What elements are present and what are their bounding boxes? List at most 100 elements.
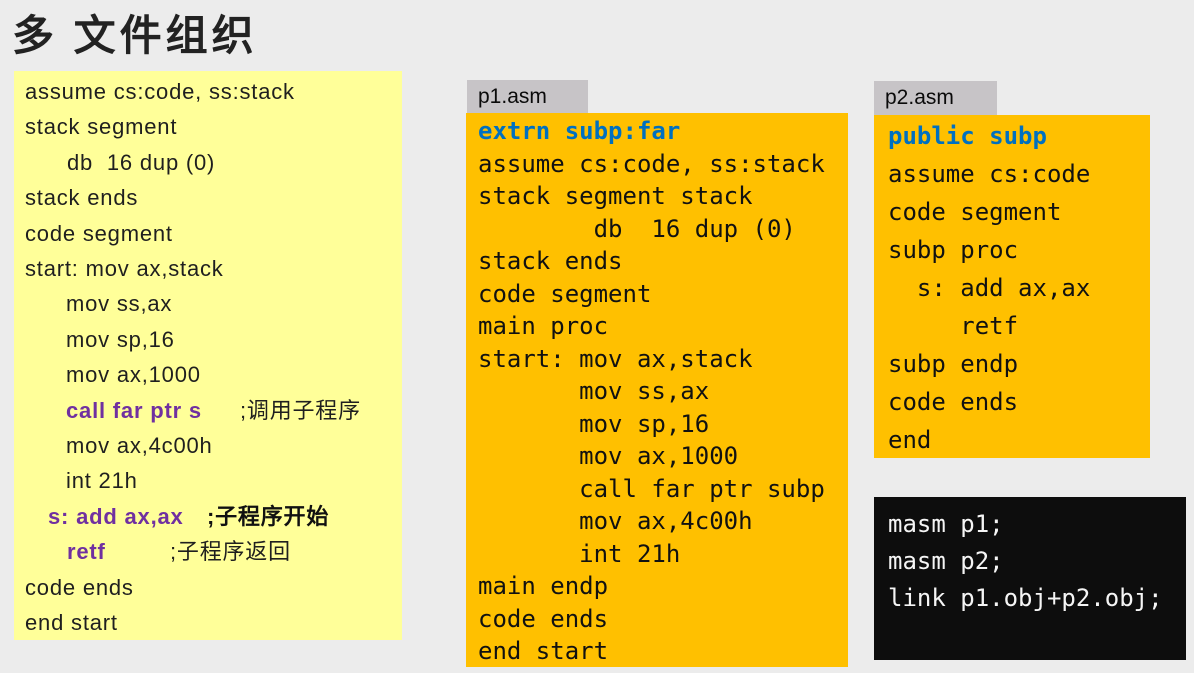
code-line: stack segment stack	[478, 180, 848, 213]
p2-code-box: public subp assume cs:code code segment sub…	[874, 115, 1150, 458]
code-segment: mov ax,4c00h	[66, 433, 213, 459]
code-line: masm p2;	[888, 543, 1186, 580]
code-line: stack ends	[25, 180, 402, 215]
code-line: main endp	[478, 570, 848, 603]
code-segment: end start	[478, 637, 609, 665]
code-line: s: add ax,ax	[888, 269, 1150, 307]
code-segment: mov ax,1000	[66, 362, 201, 388]
code-segment: assume cs:code, ss:stack	[478, 149, 825, 178]
code-line: mov ax,4c00h	[478, 505, 848, 538]
code-segment: code ends	[888, 388, 1019, 416]
code-segment: mov ax,1000	[478, 442, 739, 470]
code-segment: db 16 dup (0)	[67, 149, 216, 175]
code-segment: main endp	[478, 572, 609, 600]
code-segment: stack segment stack	[478, 182, 753, 210]
code-line: start: mov ax,stack	[478, 343, 848, 376]
code-line: assume cs:code, ss:stack	[25, 74, 402, 109]
code-line: mov sp,16	[478, 408, 848, 441]
code-line: call far ptr s ;调用子程序	[25, 393, 402, 428]
code-segment: subp proc	[888, 236, 1019, 264]
code-segment: subp endp	[888, 350, 1019, 378]
code-line: db 16 dup (0)	[25, 145, 402, 180]
code-line: mov ax,4c00h	[25, 428, 402, 463]
code-line: subp endp	[888, 345, 1150, 383]
code-segment: retf	[67, 539, 106, 565]
code-line: code segment	[478, 278, 848, 311]
code-line: db 16 dup (0)	[478, 213, 848, 246]
code-line: mov sp,16	[25, 322, 402, 357]
code-line: int 21h	[25, 463, 402, 498]
code-segment: start: mov ax,stack	[25, 256, 224, 282]
p1-code-box: extrn subp:far assume cs:code, ss:stack st…	[466, 113, 848, 667]
code-segment: link p1.obj+p2.obj;	[888, 584, 1163, 612]
code-line: extrn subp:far	[478, 115, 848, 148]
code-line: s: add ax,ax ;子程序开始	[25, 499, 402, 534]
code-line: end start	[478, 635, 848, 668]
code-line: stack ends	[478, 245, 848, 278]
code-segment: ;子程序开始	[207, 503, 330, 529]
code-line: mov ax,1000	[25, 357, 402, 392]
code-segment: int 21h	[66, 468, 138, 494]
code-line: assume cs:code	[888, 155, 1150, 193]
code-line: assume cs:code, ss:stack	[478, 148, 848, 181]
code-line: end start	[25, 605, 402, 640]
code-line: subp proc	[888, 231, 1150, 269]
code-line: end	[888, 421, 1150, 459]
code-segment: ;子程序返回	[170, 539, 291, 565]
code-segment: mov ss,ax	[66, 291, 173, 317]
code-line: start: mov ax,stack	[25, 251, 402, 286]
code-line: int 21h	[478, 538, 848, 571]
code-segment: ;调用子程序	[240, 397, 361, 423]
page-title: 多 文件组织	[12, 12, 258, 59]
code-line: code segment	[25, 216, 402, 251]
code-segment: start: mov ax,stack	[478, 344, 753, 373]
code-line: public subp	[888, 117, 1150, 155]
code-line: link p1.obj+p2.obj;	[888, 580, 1186, 617]
code-segment: s: add ax,ax	[48, 503, 184, 529]
code-segment: code segment	[478, 279, 652, 308]
code-line: retf ;子程序返回	[25, 534, 402, 569]
code-line: code ends	[888, 383, 1150, 421]
code-segment: code ends	[25, 574, 134, 600]
code-line: retf	[888, 307, 1150, 345]
single-file-code-box: assume cs:code, ss:stack stack segment db …	[14, 71, 402, 640]
code-segment: retf	[888, 312, 1019, 340]
code-line: mov ss,ax	[25, 286, 402, 321]
code-segment: assume cs:code	[888, 160, 1091, 188]
code-segment: code ends	[478, 604, 609, 633]
p2-filename-tab: p2.asm	[874, 81, 997, 115]
code-segment: call far ptr s	[66, 397, 202, 423]
code-segment: masm p1;	[888, 510, 1004, 538]
code-line: code ends	[25, 570, 402, 605]
code-segment: extrn subp:far	[478, 117, 681, 145]
code-segment: mov sp,16	[66, 326, 175, 352]
code-segment: assume cs:code, ss:stack	[25, 79, 295, 104]
code-segment: public subp	[888, 122, 1047, 150]
code-segment: stack ends	[25, 185, 139, 211]
code-segment: end start	[25, 610, 118, 636]
code-line: main proc	[478, 310, 848, 343]
code-line: call far ptr subp	[478, 473, 848, 506]
code-line: code ends	[478, 603, 848, 636]
code-segment: end	[888, 426, 932, 454]
code-segment: s: add ax,ax	[888, 274, 1091, 302]
code-segment: mov ss,ax	[478, 377, 710, 405]
code-segment: main proc	[478, 312, 609, 340]
code-segment: db 16 dup (0)	[478, 214, 796, 243]
code-line: mov ax,1000	[478, 440, 848, 473]
code-line: masm p1;	[888, 506, 1186, 543]
code-segment: stack ends	[478, 247, 623, 275]
code-line: code segment	[888, 193, 1150, 231]
build-commands-terminal: masm p1; masm p2; link p1.obj+p2.obj;	[874, 497, 1186, 660]
code-segment: masm p2;	[888, 547, 1004, 575]
code-segment: call far ptr subp	[478, 474, 825, 503]
code-segment: stack segment	[25, 114, 178, 140]
code-line: mov ss,ax	[478, 375, 848, 408]
code-segment: int 21h	[478, 539, 681, 568]
code-segment: mov ax,4c00h	[478, 507, 753, 535]
code-line: stack segment	[25, 109, 402, 144]
code-segment: code segment	[25, 220, 173, 246]
code-segment: code segment	[888, 198, 1062, 226]
p1-filename-tab: p1.asm	[467, 80, 588, 113]
